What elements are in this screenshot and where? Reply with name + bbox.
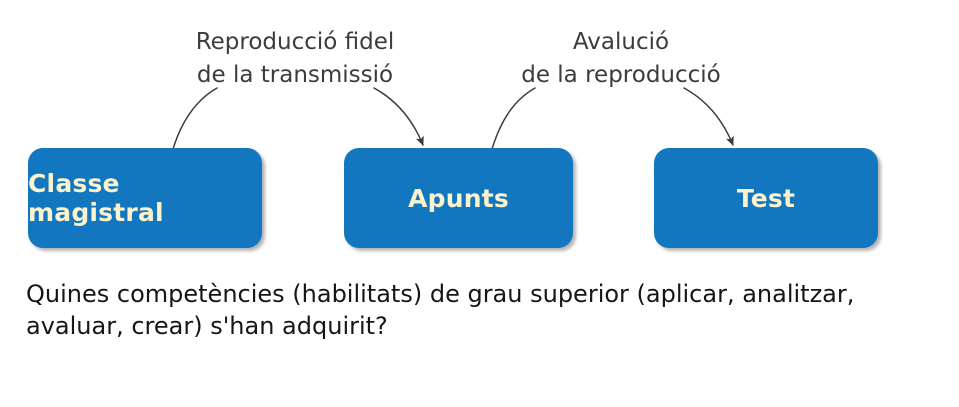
question-line-1: Quines competències (habilitats) de grau… — [26, 280, 855, 308]
question-line-2: avaluar, crear) s'han adquirit? — [26, 311, 388, 340]
arrow-apunts-to-test — [491, 87, 536, 150]
process-box-apunts[interactable]: Apunts — [344, 148, 573, 248]
process-box-label: Test — [736, 183, 796, 213]
process-box-label: Apunts — [408, 183, 509, 213]
annotation-line-2: de la reproducció — [521, 61, 721, 88]
question-text: Quines competències (habilitats) de grau… — [26, 279, 906, 342]
process-box-test[interactable]: Test — [654, 148, 878, 248]
annotation-line-1: Reproducció fidel — [195, 29, 395, 55]
annotation-line-2: de la transmissió — [196, 61, 394, 88]
annotation-reproduccio-fidel: Reproducció fidel de la transmissió — [190, 26, 400, 91]
annotation-line-1: Avalució — [572, 29, 670, 55]
process-box-label: Classe magistral — [28, 169, 164, 227]
arrow-classe-to-apunts — [172, 87, 218, 150]
process-box-classe-magistral[interactable]: Classe magistral — [28, 148, 262, 248]
arrow-classe-to-apunts-head — [373, 87, 424, 146]
arrow-apunts-to-test-head — [683, 87, 734, 146]
annotation-avalucio: Avalució de la reproducció — [512, 26, 730, 91]
